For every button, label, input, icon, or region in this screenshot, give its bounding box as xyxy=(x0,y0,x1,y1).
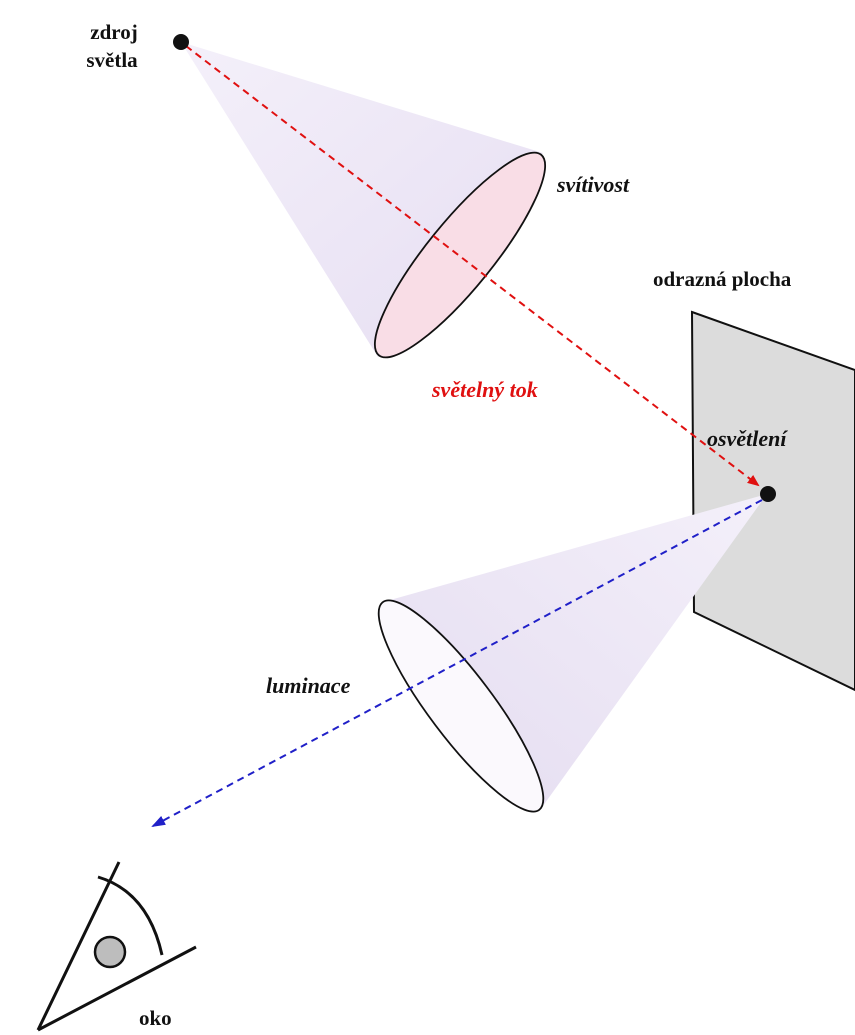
luminance-label: luminace xyxy=(266,673,351,698)
intensity-cone xyxy=(181,42,547,359)
intensity-label: svítivost xyxy=(556,172,630,197)
reflecting-surface xyxy=(690,310,855,692)
flux-label: světelný tok xyxy=(431,377,538,402)
light-source-dot xyxy=(173,34,189,50)
eye-icon xyxy=(36,861,197,1032)
luminance-cone-base xyxy=(377,599,545,813)
luminous-flux-arrow xyxy=(185,45,760,487)
illuminance-label: osvětlení xyxy=(707,426,788,451)
source-label-line1: zdroj xyxy=(90,20,137,44)
source-label-line2: světla xyxy=(86,48,138,72)
illuminance-point xyxy=(760,486,776,502)
surface-label: odrazná plocha xyxy=(653,267,792,291)
eye-label: oko xyxy=(139,1006,172,1030)
eye-pupil xyxy=(93,935,127,969)
luminance-cone xyxy=(377,494,767,813)
